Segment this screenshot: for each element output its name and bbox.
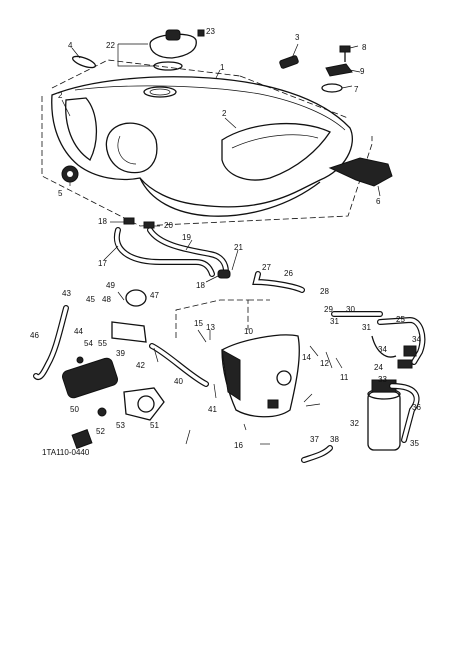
fuel-hoses-upper [113, 217, 231, 279]
callout-label: 36 [412, 403, 421, 412]
callout-label: 1 [220, 63, 225, 72]
callout-label: 39 [116, 349, 125, 358]
callout-label: 5 [58, 189, 63, 198]
callout-label: 18 [98, 217, 107, 226]
mounting-bracket [321, 45, 393, 187]
callout-label: 53 [116, 421, 125, 430]
callout-label: 10 [244, 327, 253, 336]
callout-label: 11 [340, 373, 349, 382]
callout-label: 2 [222, 109, 227, 118]
callout-label: 18 [196, 281, 205, 290]
callout-label: 45 [86, 295, 95, 304]
callout-label: 30 [346, 305, 355, 314]
callout-label: 54 [84, 339, 93, 348]
callout-label: 49 [106, 281, 115, 290]
callout-label: 14 [302, 353, 311, 362]
callout-label: 24 [374, 363, 383, 372]
callout-label: 47 [150, 291, 159, 300]
callout-label: 21 [234, 243, 243, 252]
callout-label: 32 [350, 419, 359, 428]
callout-label: 51 [150, 421, 159, 430]
callout-label: 2 [58, 91, 63, 100]
callout-label: 52 [96, 427, 105, 436]
callout-label: 42 [136, 361, 145, 370]
callout-label: 13 [206, 323, 215, 332]
callout-label: 33 [378, 375, 387, 384]
callout-label: 7 [354, 85, 359, 94]
callout-label: 37 [310, 435, 319, 444]
callout-label: 17 [98, 259, 107, 268]
callout-label: 50 [70, 405, 79, 414]
callout-label: 34 [378, 345, 387, 354]
fuel-tank [41, 59, 373, 227]
callout-label: 9 [360, 67, 365, 76]
callout-label: 23 [206, 27, 215, 36]
fuel-cock [175, 299, 300, 418]
callout-label: 16 [234, 441, 243, 450]
callout-label: 46 [30, 331, 39, 340]
callout-label: 48 [102, 295, 111, 304]
fuel-cap-assembly [117, 29, 205, 71]
callout-label: 43 [62, 289, 71, 298]
callout-label: 28 [320, 287, 329, 296]
callout-label: 15 [194, 319, 203, 328]
callout-label: 44 [74, 327, 83, 336]
callout-label: 35 [410, 439, 419, 448]
callout-label: 34 [412, 335, 421, 344]
callout-label: 12 [320, 359, 329, 368]
callout-label: 20 [164, 221, 173, 230]
callout-label: 8 [362, 43, 367, 52]
callout-label: 55 [98, 339, 107, 348]
callout-label: 40 [174, 377, 183, 386]
leader-lines [61, 45, 381, 445]
callout-label: 19 [182, 233, 191, 242]
callout-label: 22 [106, 41, 115, 50]
callout-label: 41 [208, 405, 217, 414]
callout-labels: 1 2 2 3 4 5 6 7 8 9 10 11 12 13 14 15 16… [30, 27, 421, 450]
callout-label: 4 [68, 41, 73, 50]
callout-label: 3 [295, 33, 300, 42]
callout-label: 6 [376, 197, 381, 206]
figure-code: 1TA110-0440 [42, 448, 90, 457]
canister-assembly [252, 271, 426, 463]
callout-label: 27 [262, 263, 271, 272]
callout-label: 25 [396, 315, 405, 324]
callout-label: 29 [324, 305, 333, 314]
callout-label: 31 [362, 323, 371, 332]
fuel-pump-assembly [33, 289, 209, 449]
callout-label: 38 [330, 435, 339, 444]
callout-label: 26 [284, 269, 293, 278]
callout-label: 31 [330, 317, 339, 326]
